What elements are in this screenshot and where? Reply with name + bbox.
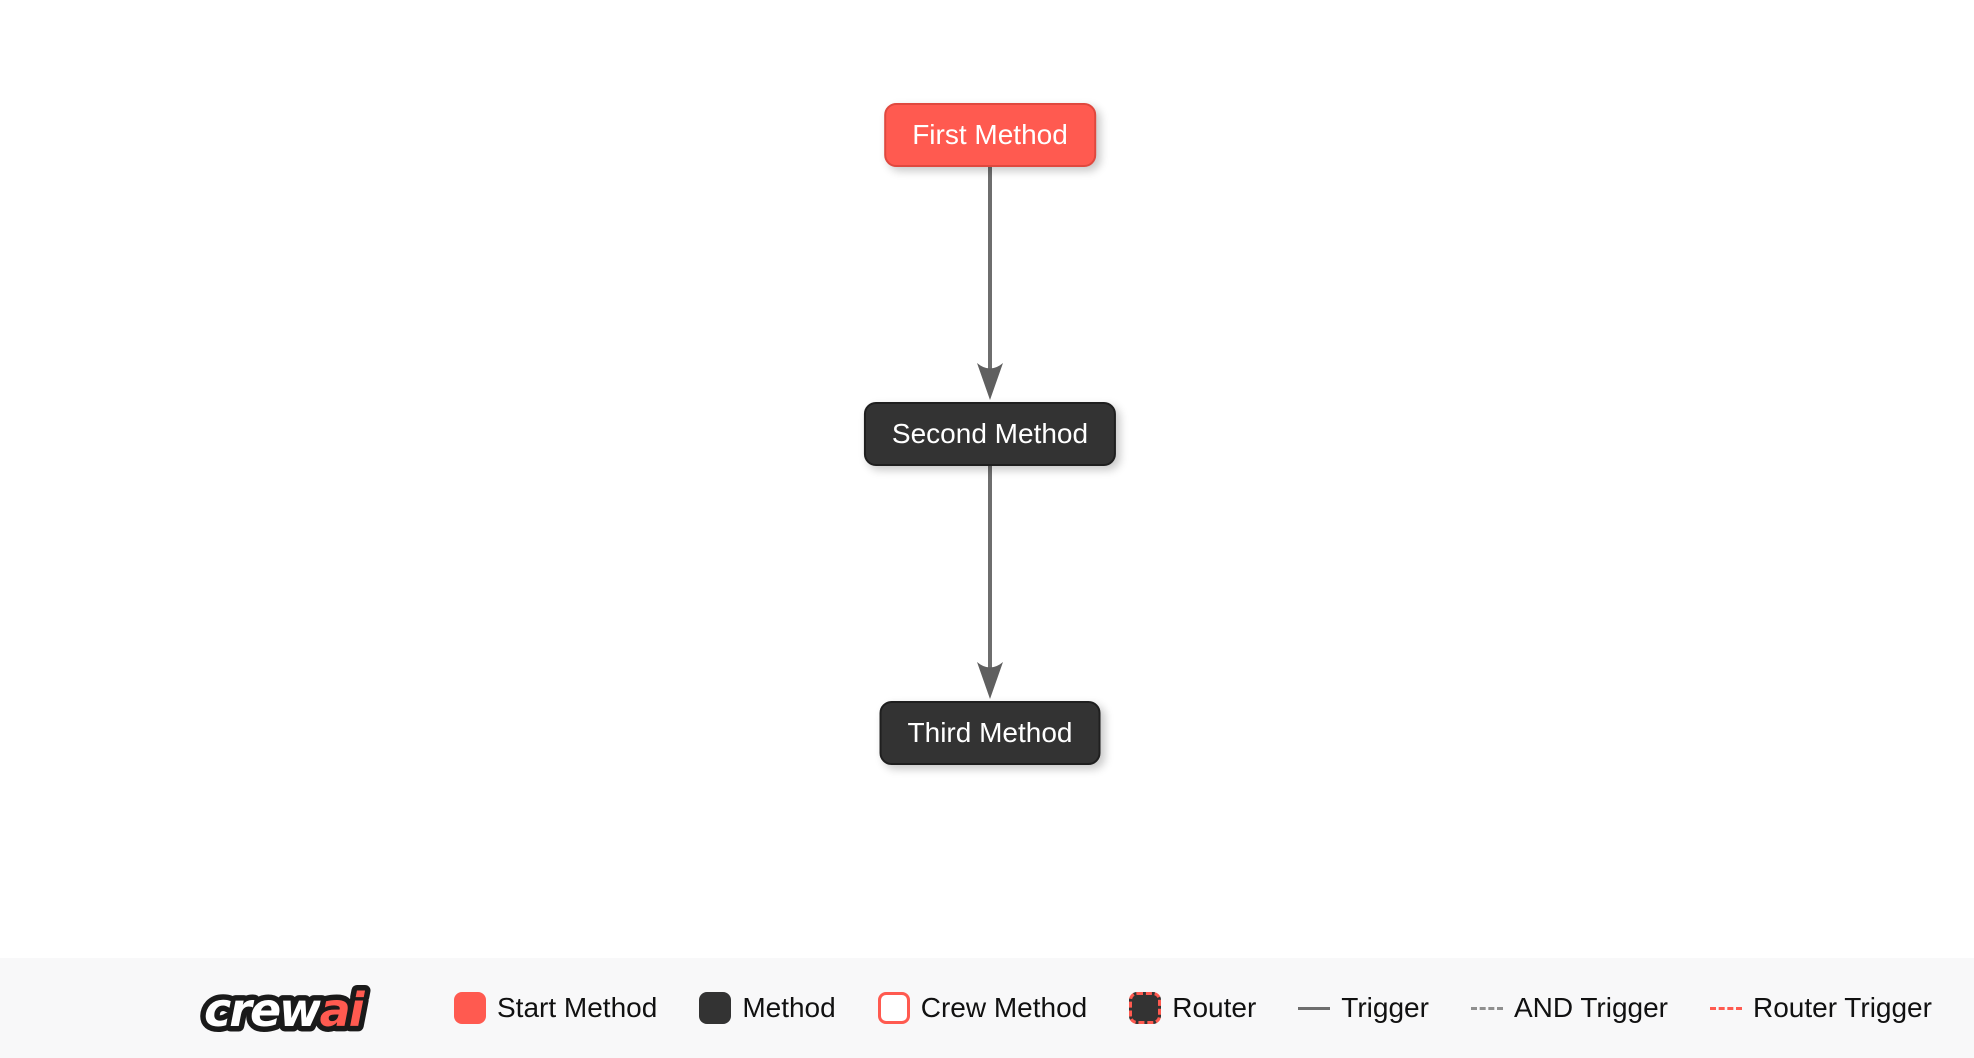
trigger-line-icon — [1298, 1006, 1331, 1010]
legend-item-start-method: Start Method — [454, 992, 657, 1024]
legend-item-crew-method: Crew Method — [877, 992, 1088, 1024]
logo-text-crew: crew — [204, 983, 322, 1037]
logo-text-ai: ai — [320, 983, 366, 1037]
legend-label: Router — [1172, 992, 1257, 1023]
arrowhead-icon — [977, 662, 1003, 699]
node-third-method[interactable]: Third Method — [879, 701, 1101, 765]
svg-text:crewai: crewai — [204, 983, 366, 1037]
method-swatch-icon — [699, 992, 732, 1024]
edge-first-to-second — [977, 166, 1003, 400]
legend-label: AND Trigger — [1513, 992, 1668, 1023]
start-method-swatch-icon — [454, 992, 486, 1024]
legend-label: Router Trigger — [1752, 992, 1932, 1023]
flow-canvas[interactable]: First Method Second Method Third Method — [0, 0, 1974, 958]
legend-item-and-trigger: AND Trigger — [1470, 992, 1668, 1024]
crewai-logo: crewai — [199, 978, 374, 1043]
legend-item-router: Router — [1129, 992, 1256, 1024]
and-trigger-line-icon — [1470, 1006, 1503, 1010]
legend-bar: crewai Start Method Method Crew Method R… — [0, 958, 1974, 1058]
legend-item-router-trigger: Router Trigger — [1709, 992, 1932, 1024]
legend-items: Start Method Method Crew Method Router T… — [454, 992, 1932, 1024]
legend-item-method: Method — [699, 992, 836, 1024]
node-first-method[interactable]: First Method — [884, 103, 1096, 167]
node-second-method[interactable]: Second Method — [863, 402, 1117, 466]
legend-item-trigger: Trigger — [1298, 992, 1429, 1024]
arrowhead-icon — [977, 363, 1003, 400]
legend-label: Start Method — [497, 992, 658, 1023]
legend-label: Trigger — [1341, 992, 1429, 1023]
crew-method-swatch-icon — [877, 992, 910, 1024]
edge-second-to-third — [977, 466, 1003, 699]
legend-label: Method — [742, 992, 836, 1023]
router-trigger-line-icon — [1709, 1006, 1742, 1010]
router-swatch-icon — [1129, 992, 1162, 1024]
legend-label: Crew Method — [920, 992, 1088, 1023]
edges-layer — [977, 166, 1003, 699]
